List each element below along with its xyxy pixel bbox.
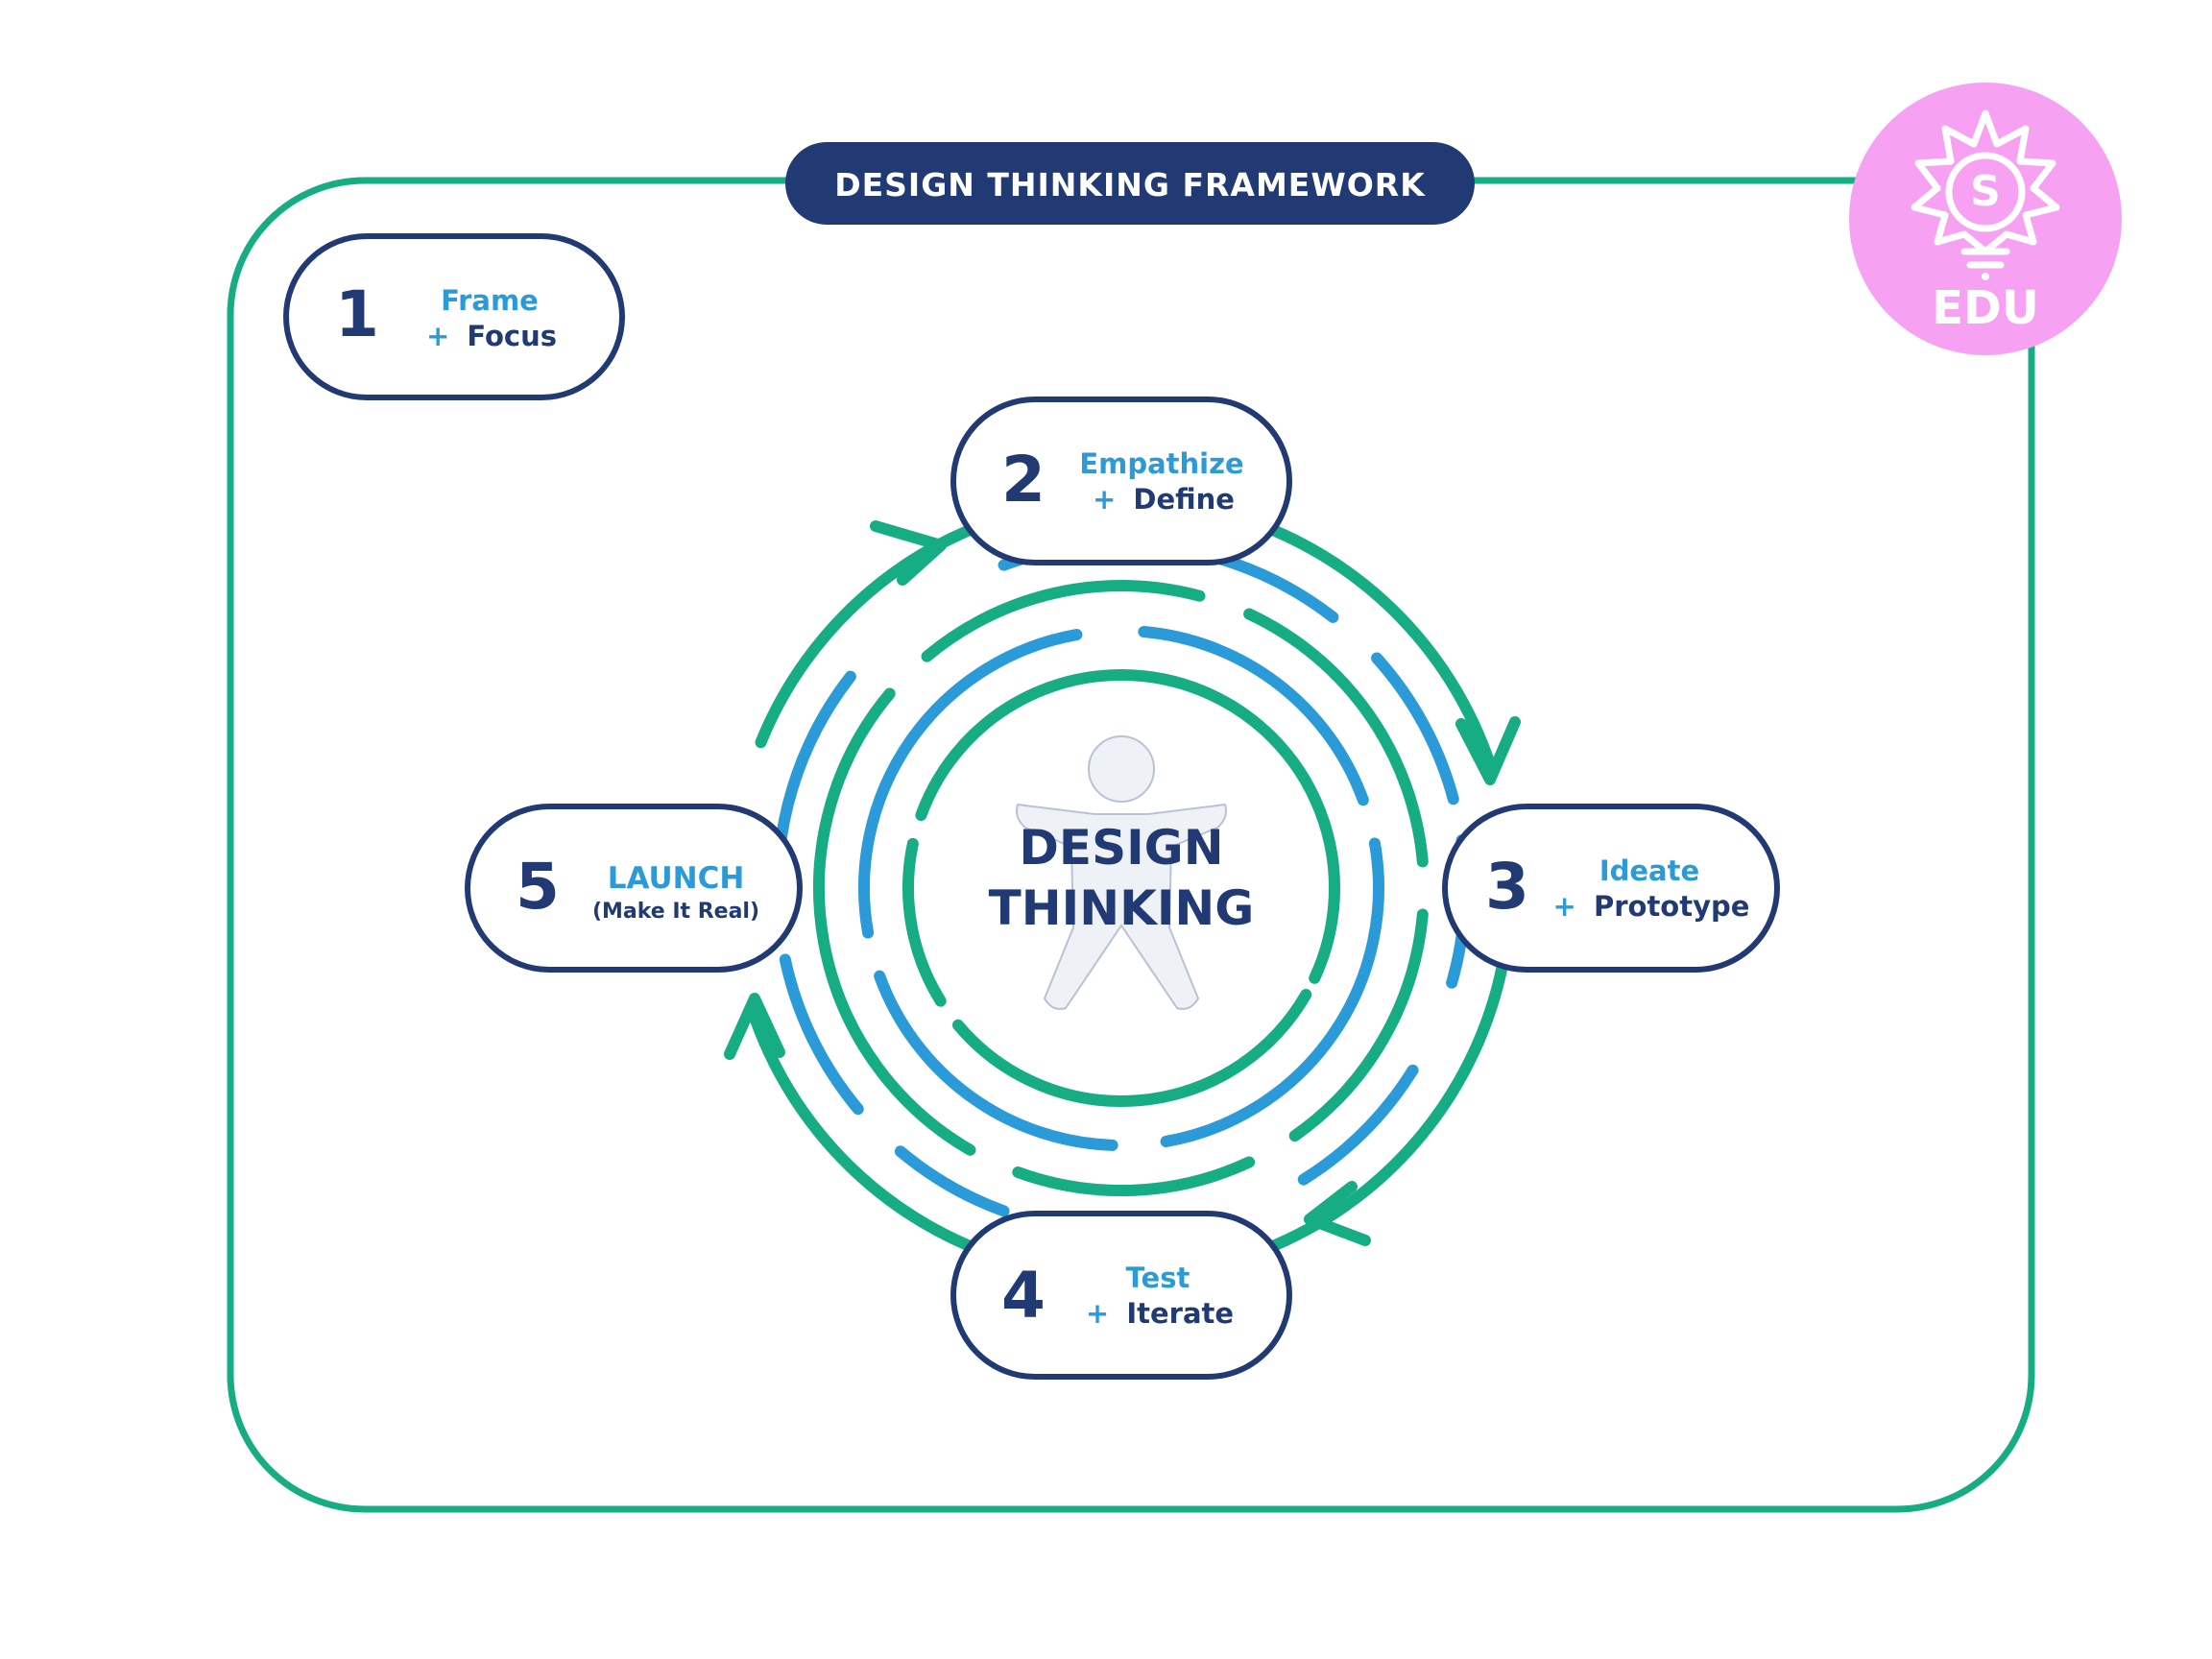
arrowhead-top-icon — [870, 520, 947, 586]
blue-ring-segment — [858, 629, 1083, 939]
green-ring-segment — [921, 580, 1206, 662]
step-4-title: Test — [1126, 1262, 1190, 1294]
center-title-line1: DESIGN — [1019, 820, 1223, 876]
step-5-number: 5 — [516, 850, 560, 924]
lightbulb-sun-icon — [1911, 109, 2060, 269]
step-1-prefix: + — [426, 320, 449, 352]
outer-blue-segment — [1297, 1064, 1419, 1186]
step-2-title: Empathize — [1079, 447, 1243, 480]
step-1-subtitle: Focus — [467, 320, 557, 352]
step-1-title: Frame — [441, 284, 539, 317]
svg-text:+ Focus: + Focus — [426, 320, 557, 352]
outer-blue-segment — [894, 1145, 1010, 1217]
step-2-number: 2 — [1001, 443, 1046, 517]
step-5-card: 5 LAUNCH (Make It Real) — [465, 804, 803, 973]
header-pill: DESIGN THINKING FRAMEWORK — [785, 142, 1475, 225]
step-2-subtitle: Define — [1133, 483, 1235, 516]
blue-ring-segment — [874, 970, 1118, 1151]
step-3-card: 3 Ideate + Prototype — [1442, 804, 1780, 973]
step-5-title: LAUNCH — [608, 861, 745, 896]
green-ring-segment — [1288, 908, 1429, 1142]
step-1-number: 1 — [335, 277, 379, 351]
step-3-title: Ideate — [1599, 854, 1699, 887]
inner-ring-segment — [915, 668, 1340, 984]
outer-blue-segment — [779, 953, 864, 1116]
step-2-card: 2 Empathize + Define — [950, 397, 1292, 565]
svg-text:+ Iterate: + Iterate — [1086, 1297, 1234, 1330]
step-1-card: 1 Frame + Focus — [283, 233, 625, 400]
badge-label: EDU — [1932, 281, 2039, 335]
inner-ring-segment — [951, 989, 1312, 1107]
blue-ring-segment — [1160, 837, 1384, 1147]
badge-letter: S — [1970, 167, 2001, 216]
step-3-prefix: + — [1553, 890, 1576, 923]
green-ring-segment — [1012, 1156, 1256, 1196]
arrowhead-left-icon — [724, 993, 785, 1060]
edu-badge: S EDU — [1849, 83, 2122, 355]
cycle-arrow-arc — [1248, 517, 1498, 774]
center-title-line2: THINKING — [989, 880, 1255, 936]
step-4-card: 4 Test + Iterate — [950, 1211, 1292, 1380]
arrowhead-right-icon — [1455, 716, 1521, 785]
inner-ring-segment — [902, 837, 947, 1007]
svg-text:+ Define: + Define — [1093, 483, 1235, 516]
header-title: DESIGN THINKING FRAMEWORK — [834, 166, 1426, 204]
step-2-prefix: + — [1093, 483, 1116, 516]
arrowhead-bottom-icon — [1304, 1181, 1371, 1246]
green-ring-segment — [813, 687, 976, 1156]
green-ring-segment — [1243, 608, 1429, 868]
step-3-number: 3 — [1485, 850, 1529, 924]
svg-text:+ Prototype: + Prototype — [1553, 890, 1750, 923]
step-4-subtitle: Iterate — [1126, 1297, 1234, 1330]
step-4-prefix: + — [1086, 1297, 1109, 1330]
step-5-subtitle: (Make It Real) — [592, 900, 759, 924]
cycle-rings — [724, 501, 1521, 1280]
human-figure-icon — [1016, 735, 1227, 1010]
blue-ring-segment — [1138, 626, 1369, 806]
outer-blue-segment — [1371, 652, 1459, 805]
step-4-number: 4 — [1001, 1259, 1046, 1333]
step-3-subtitle: Prototype — [1594, 890, 1749, 923]
